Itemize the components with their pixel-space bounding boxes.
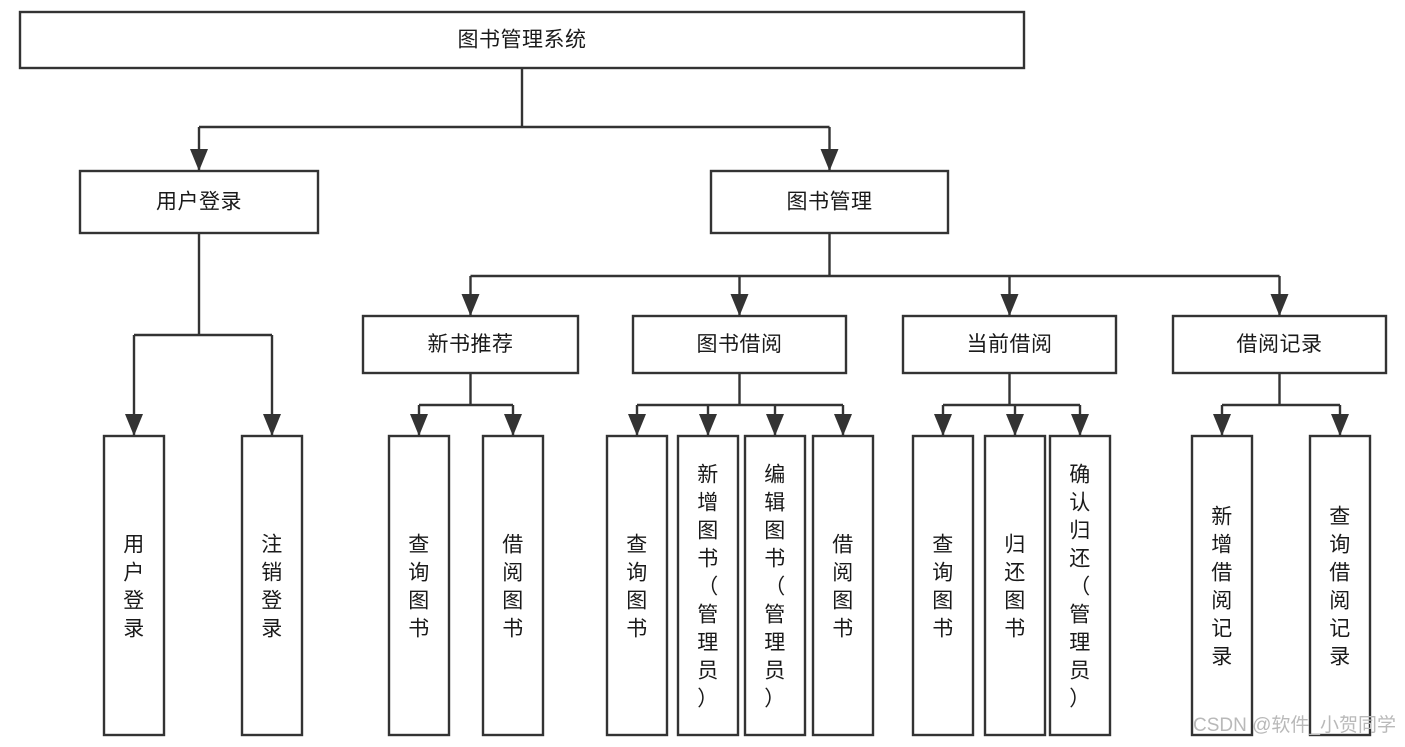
arrow-head-dqjy-2 xyxy=(1071,414,1089,436)
node-label: 注销登录 xyxy=(261,533,283,640)
node-l3-新书推荐[interactable]: 新书推荐 xyxy=(361,314,580,375)
node-box[interactable] xyxy=(102,434,166,737)
node-box[interactable] xyxy=(983,434,1047,737)
node-box[interactable] xyxy=(709,169,950,235)
node-label: 新增借阅记录 xyxy=(1211,505,1233,668)
node-l2-图书管理[interactable]: 图书管理 xyxy=(709,169,950,235)
node-leaf-新增借阅记录[interactable]: 新增借阅记录 xyxy=(1190,434,1254,737)
arrow-head-yhdl-0 xyxy=(125,414,143,436)
node-box[interactable] xyxy=(1190,434,1254,737)
node-label: 查询图书 xyxy=(408,533,430,640)
node-box[interactable] xyxy=(387,434,451,737)
node-leaf-查询图书[interactable]: 查询图书 xyxy=(387,434,451,737)
node-leaf-查询图书[interactable]: 查询图书 xyxy=(605,434,669,737)
arrow-head-jyjl-1 xyxy=(1331,414,1349,436)
node-leaf-查询图书[interactable]: 查询图书 xyxy=(911,434,975,737)
arrow-head-tsjy-1 xyxy=(699,414,717,436)
node-label: 借阅记录 xyxy=(1237,333,1323,356)
arrow-head-root-1 xyxy=(820,149,839,171)
arrow-head-dqjy-1 xyxy=(1006,414,1024,436)
node-box[interactable] xyxy=(1308,434,1372,737)
node-box[interactable] xyxy=(78,169,320,235)
node-label: 借阅图书 xyxy=(502,533,524,640)
node-label: 新书推荐 xyxy=(428,333,514,356)
node-box[interactable] xyxy=(240,434,304,737)
node-label: 归还图书 xyxy=(1004,533,1026,640)
arrow-head-xstj-0 xyxy=(410,414,428,436)
node-box[interactable] xyxy=(743,434,807,737)
node-label: 借阅图书 xyxy=(832,533,854,640)
node-box[interactable] xyxy=(481,434,545,737)
node-root-图书管理系统[interactable]: 图书管理系统 xyxy=(18,10,1026,70)
node-box[interactable] xyxy=(911,434,975,737)
node-label: 图书管理 xyxy=(787,191,873,214)
node-box[interactable] xyxy=(901,314,1118,375)
arrow-head-tsgl-2 xyxy=(1000,294,1019,316)
node-label: 编辑图书（管理员） xyxy=(764,463,786,710)
node-leaf-查询借阅记录[interactable]: 查询借阅记录 xyxy=(1308,434,1372,737)
node-label: 查询图书 xyxy=(932,533,954,640)
node-label: 图书借阅 xyxy=(697,333,783,356)
node-box[interactable] xyxy=(676,434,740,737)
node-box[interactable] xyxy=(1171,314,1388,375)
node-label: 用户登录 xyxy=(123,533,145,640)
arrow-head-yhdl-1 xyxy=(263,414,281,436)
arrow-head-tsjy-3 xyxy=(834,414,852,436)
connectors-layer xyxy=(125,68,1349,436)
node-l3-图书借阅[interactable]: 图书借阅 xyxy=(631,314,848,375)
node-box[interactable] xyxy=(18,10,1026,70)
nodes-layer: 图书管理系统用户登录图书管理新书推荐图书借阅当前借阅借阅记录用户登录注销登录查询… xyxy=(18,10,1388,737)
node-leaf-注销登录[interactable]: 注销登录 xyxy=(240,434,304,737)
node-label: 新增图书（管理员） xyxy=(697,463,719,710)
arrow-head-tsjy-0 xyxy=(628,414,646,436)
arrow-head-jyjl-0 xyxy=(1213,414,1231,436)
node-label: 查询借阅记录 xyxy=(1329,505,1351,668)
node-l3-当前借阅[interactable]: 当前借阅 xyxy=(901,314,1118,375)
node-label: 确认归还（管理员） xyxy=(1069,463,1091,710)
node-box[interactable] xyxy=(361,314,580,375)
arrow-head-tsjy-2 xyxy=(766,414,784,436)
node-leaf-借阅图书[interactable]: 借阅图书 xyxy=(811,434,875,737)
node-label: 查询图书 xyxy=(626,533,648,640)
node-box[interactable] xyxy=(605,434,669,737)
node-box[interactable] xyxy=(631,314,848,375)
arrow-head-xstj-1 xyxy=(504,414,522,436)
node-leaf-归还图书[interactable]: 归还图书 xyxy=(983,434,1047,737)
arrow-head-tsgl-3 xyxy=(1270,294,1289,316)
node-leaf-新增图书管理员[interactable]: 新增图书（管理员） xyxy=(676,434,740,737)
node-label: 当前借阅 xyxy=(967,333,1053,356)
node-leaf-确认归还管理员[interactable]: 确认归还（管理员） xyxy=(1048,434,1112,737)
node-l2-用户登录[interactable]: 用户登录 xyxy=(78,169,320,235)
node-box[interactable] xyxy=(1048,434,1112,737)
csdn-watermark: CSDN @软件_小贺同学 xyxy=(1193,714,1396,736)
node-l3-借阅记录[interactable]: 借阅记录 xyxy=(1171,314,1388,375)
arrow-head-root-0 xyxy=(190,149,208,171)
arrow-head-tsgl-1 xyxy=(730,294,749,316)
node-leaf-编辑图书管理员[interactable]: 编辑图书（管理员） xyxy=(743,434,807,737)
arrow-head-dqjy-0 xyxy=(934,414,952,436)
node-box[interactable] xyxy=(811,434,875,737)
node-label: 用户登录 xyxy=(156,191,242,214)
node-leaf-用户登录[interactable]: 用户登录 xyxy=(102,434,166,737)
arrow-head-tsgl-0 xyxy=(461,294,480,316)
node-leaf-借阅图书[interactable]: 借阅图书 xyxy=(481,434,545,737)
node-label: 图书管理系统 xyxy=(458,29,587,52)
